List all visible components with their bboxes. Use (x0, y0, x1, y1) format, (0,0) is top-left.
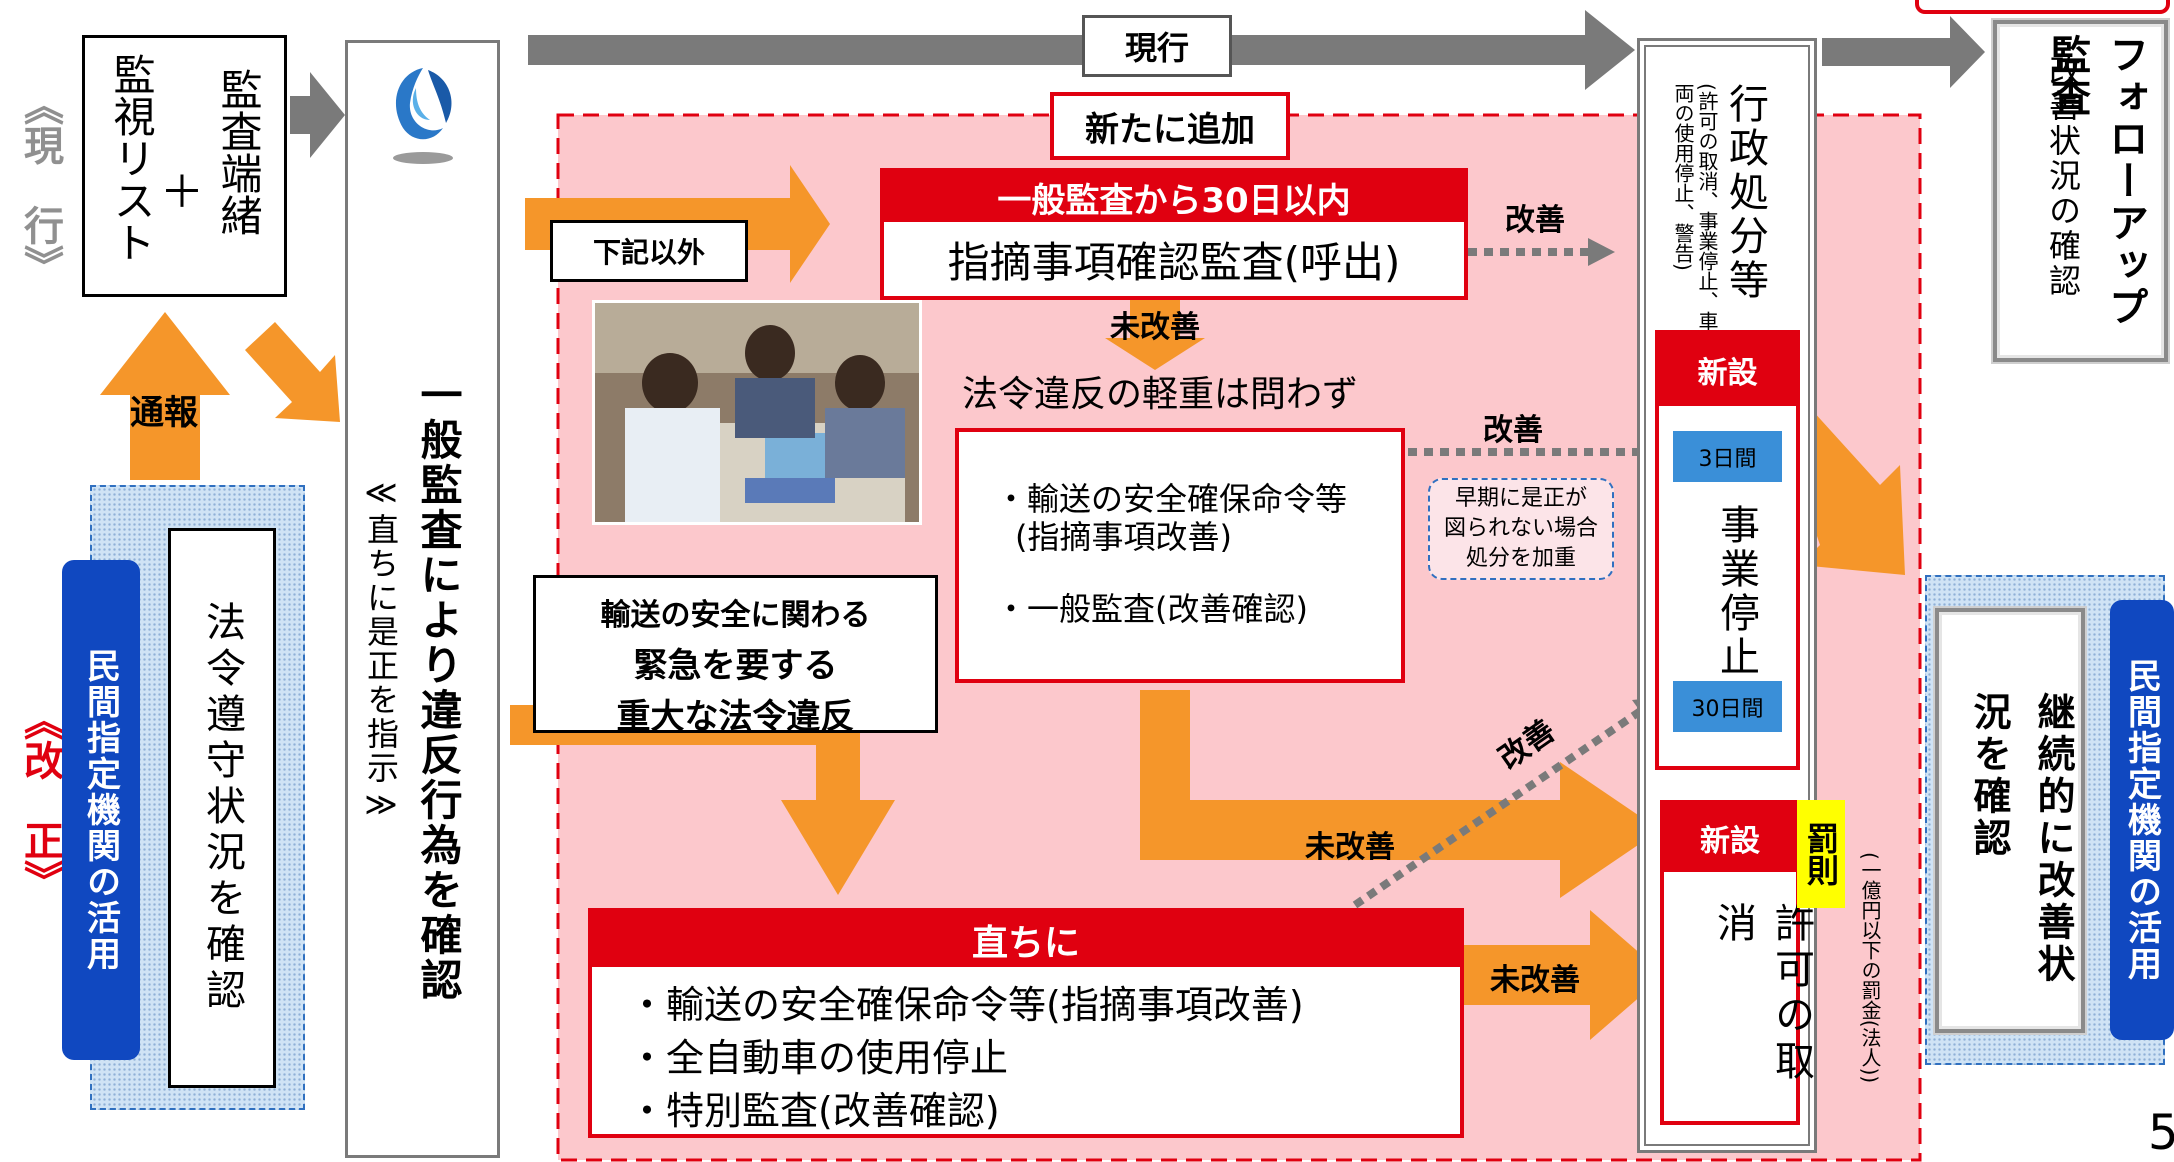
followup-box: フォローアップ監査 改善状況の確認 (1993, 20, 2168, 362)
regardless-label: 法令違反の軽重は問わず (962, 374, 1359, 415)
mlit-logo-icon (378, 58, 468, 168)
general-audit-main: 一般監査により違反行為を確認 (414, 373, 463, 1003)
followup-sub: 改善状況の確認 (2044, 54, 2082, 299)
suspension-box: 新設 3日間 事業停止 30日間 (1655, 330, 1800, 770)
immediate-header: 直ちに (592, 912, 1460, 967)
followup-title: フォローアップ監査 (2044, 34, 2148, 328)
new-est-badge-1: 新設 (1659, 334, 1796, 406)
audit-list-line2: 監視リスト (107, 53, 156, 263)
order-line2: (指摘事項改善) (1015, 518, 1232, 556)
revocation-label: 許可の取消 (1710, 902, 1814, 1086)
revocation-box: 新設 許可の取消 (1660, 800, 1814, 1125)
improve-label-1: 改善 (1505, 203, 1565, 238)
urgent-line1: 輸送の安全に関わる (600, 598, 871, 633)
urgent-line2: 緊急を要する (633, 646, 838, 686)
immediate-box: 直ちに ・輸送の安全確保命令等(指摘事項改善) ・全自動車の使用停止 ・特別監査… (588, 908, 1464, 1138)
report-label: 通報 (130, 393, 198, 433)
immediate-item2: ・全自動車の使用停止 (628, 1036, 1009, 1080)
new-est-badge-2: 新設 (1664, 804, 1796, 872)
current-label: 《現 行》 (17, 85, 63, 285)
order-to-revoke-arrow (1140, 690, 1660, 898)
immediate-item1: ・輸送の安全確保命令等(指摘事項改善) (628, 983, 1304, 1027)
days30-label: 30日間 (1671, 679, 1784, 734)
within30-down-arrow (1105, 300, 1205, 370)
fine-note: (一億円以下の罰金(法人)) (1858, 852, 1882, 1084)
improve-label-2: 改善 (1483, 413, 1543, 448)
new-addition-tag: 新たに追加 (1050, 92, 1290, 160)
continuous-label: 継続的に改善状況を確認 (1967, 692, 2075, 986)
list-to-audit-arrow (290, 72, 345, 158)
not-improved-label-3: 未改善 (1490, 963, 1580, 998)
continuous-box: 継続的に改善状況を確認 (1935, 608, 2085, 1033)
not-improved-label-2: 未改善 (1305, 830, 1395, 865)
private-agency-label-right: 民間指定機関の活用 (2110, 600, 2174, 1040)
private-agency-label-left: 民間指定機関の活用 (62, 560, 140, 1060)
other-than-below-box: 下記以外 (550, 220, 748, 282)
audit-list-box: 監査端緒 ＋ 監視リスト (82, 35, 287, 297)
urgent-arrow (510, 695, 895, 895)
suspension-label: 事業停止 (1713, 504, 1759, 680)
order-box: ・輸送の安全確保命令等 (指摘事項改善) ・一般監査(改善確認) (955, 428, 1405, 683)
not-improved-label-1: 未改善 (1110, 310, 1200, 345)
admin-disposal-note: (許可の取消、事業停止、車両の使用停止、警告) (1671, 83, 1719, 331)
within30-box: 一般監査から30日以内 指摘事項確認監査(呼出) (880, 168, 1468, 300)
audit-list-line1: 監査端緒 (214, 68, 263, 236)
days3-label: 3日間 (1671, 429, 1784, 484)
penalty-badge: 罰則 (1797, 800, 1845, 908)
current-flow-arrow (528, 10, 1635, 90)
general-audit-sub: ≪直ちに是正を指示≫ (362, 473, 400, 825)
admin-disposal-title: 行政処分等 (1722, 83, 1768, 303)
general-audit-box: 一般監査により違反行為を確認 ≪直ちに是正を指示≫ (345, 40, 500, 1158)
top-right-red-tab (1915, 0, 2170, 14)
diagonal-arrow-left (245, 322, 340, 422)
within30-body: 指摘事項確認監査(呼出) (947, 237, 1401, 287)
urgent-line3: 重大な法令違反 (616, 697, 855, 737)
audit-photo (592, 300, 922, 525)
followup-arrow (1822, 16, 1985, 88)
immediate-to-revoke-arrow (1460, 910, 1665, 1040)
page-number: 5 (2148, 1105, 2174, 1161)
order-line3: ・一般監査(改善確認) (995, 590, 1308, 628)
early-note: 早期に是正が 図られない場合 処分を加重 (1428, 478, 1614, 580)
current-tag: 現行 (1082, 15, 1232, 77)
compliance-check-box: 法令遵守状況を確認 (168, 528, 276, 1088)
immediate-item3: ・特別監査(改善確認) (628, 1089, 1000, 1133)
urgent-box: 輸送の安全に関わる 緊急を要する 重大な法令違反 (533, 575, 938, 737)
report-arrow (100, 312, 230, 480)
revised-label: 《改 正》 (17, 700, 63, 900)
audit-list-plus: ＋ (160, 167, 204, 218)
order-line1: ・輸送の安全確保命令等 (995, 480, 1348, 518)
within30-header: 一般監査から30日以内 (884, 172, 1464, 222)
improve-dotted-line-3 (1352, 706, 1645, 909)
